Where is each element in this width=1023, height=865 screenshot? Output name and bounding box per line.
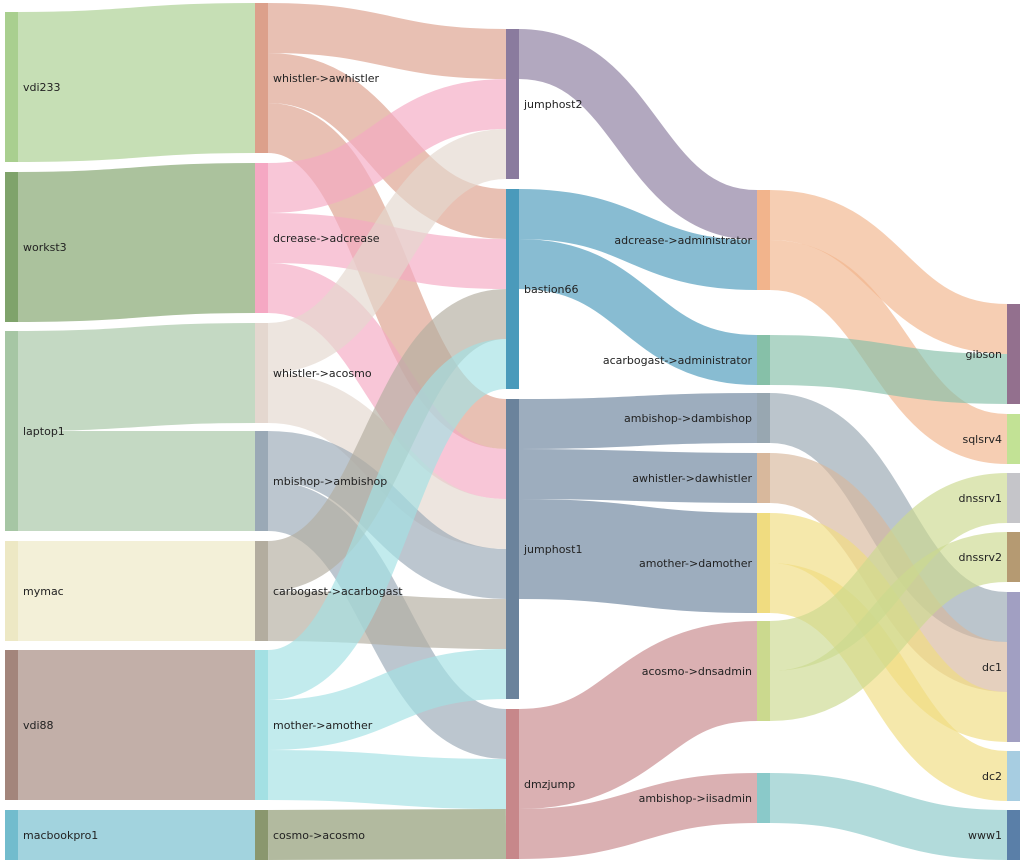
sankey-link[interactable] xyxy=(518,449,758,503)
sankey-link[interactable] xyxy=(768,473,1009,671)
node-label: amother->damother xyxy=(639,557,752,570)
sankey-link[interactable] xyxy=(518,393,758,449)
sankey-node[interactable] xyxy=(1007,532,1020,582)
node-label: carbogast->acarbogast xyxy=(273,585,403,598)
sankey-node[interactable] xyxy=(757,190,770,290)
sankey-link[interactable] xyxy=(266,129,508,373)
node-label: acosmo->dnsadmin xyxy=(642,665,752,678)
node-label: mbishop->ambishop xyxy=(273,475,387,488)
node-label: acarbogast->administrator xyxy=(603,354,753,367)
node-label: gibson xyxy=(966,348,1002,361)
sankey-node[interactable] xyxy=(255,3,268,153)
node-label: whistler->awhistler xyxy=(273,72,380,85)
sankey-link[interactable] xyxy=(267,809,507,860)
sankey-link[interactable] xyxy=(17,163,256,322)
sankey-node[interactable] xyxy=(506,399,519,699)
sankey-node[interactable] xyxy=(1007,751,1020,801)
node-label: dc2 xyxy=(982,770,1002,783)
sankey-node[interactable] xyxy=(255,163,268,313)
sankey-link[interactable] xyxy=(517,621,759,809)
sankey-link[interactable] xyxy=(267,591,507,649)
sankey-link[interactable] xyxy=(768,563,1009,801)
node-label: whistler->acosmo xyxy=(273,367,372,380)
sankey-link[interactable] xyxy=(267,750,507,809)
sankey-link[interactable] xyxy=(265,339,509,700)
sankey-node[interactable] xyxy=(1007,414,1020,464)
node-label: dmzjump xyxy=(524,778,575,791)
sankey-node[interactable] xyxy=(1007,592,1020,742)
node-label: workst3 xyxy=(23,241,67,254)
node-label: ambishop->dambishop xyxy=(624,412,752,425)
sankey-link[interactable] xyxy=(517,29,759,240)
sankey-node[interactable] xyxy=(255,323,268,423)
sankey-node[interactable] xyxy=(757,621,770,721)
node-label: vdi233 xyxy=(23,81,61,94)
sankey-link[interactable] xyxy=(518,189,758,290)
node-label: jumphost1 xyxy=(523,543,582,556)
sankey-node[interactable] xyxy=(757,513,770,613)
node-label: mother->amother xyxy=(273,719,373,732)
sankey-node[interactable] xyxy=(757,453,770,503)
sankey-node[interactable] xyxy=(1007,810,1020,860)
node-label: vdi88 xyxy=(23,719,54,732)
sankey-node[interactable] xyxy=(506,189,519,389)
sankey-link[interactable] xyxy=(518,773,758,859)
labels-layer: vdi233 workst3 laptop1 mymac vdi88 macbookpro… xyxy=(23,72,1002,842)
sankey-link[interactable] xyxy=(266,263,508,499)
sankey-node[interactable] xyxy=(757,773,770,823)
node-label: dcrease->adcrease xyxy=(273,232,380,245)
sankey-link[interactable] xyxy=(769,335,1008,404)
sankey-link[interactable] xyxy=(265,289,509,591)
node-label: jumphost2 xyxy=(523,98,582,111)
node-label: sqlsrv4 xyxy=(962,433,1002,446)
node-label: www1 xyxy=(968,829,1002,842)
node-label: cosmo->acosmo xyxy=(273,829,365,842)
node-label: macbookpro1 xyxy=(23,829,98,842)
sankey-node[interactable] xyxy=(757,335,770,385)
sankey-link[interactable] xyxy=(17,3,256,162)
sankey-link[interactable] xyxy=(769,190,1008,354)
node-label: laptop1 xyxy=(23,425,65,438)
sankey-node[interactable] xyxy=(5,172,18,322)
node-label: mymac xyxy=(23,585,64,598)
node-label: dc1 xyxy=(982,661,1002,674)
node-label: adcrease->administrator xyxy=(614,234,752,247)
sankey-link[interactable] xyxy=(17,323,256,431)
sankey-link[interactable] xyxy=(518,499,758,613)
sankey-link[interactable] xyxy=(518,239,758,385)
sankey-node[interactable] xyxy=(506,29,519,179)
sankey-node[interactable] xyxy=(5,650,18,800)
links-layer xyxy=(17,3,1009,861)
sankey-node[interactable] xyxy=(255,810,268,860)
sankey-link[interactable] xyxy=(768,393,1009,642)
sankey-link[interactable] xyxy=(769,773,1008,860)
sankey-link[interactable] xyxy=(267,649,507,750)
sankey-node[interactable] xyxy=(1007,304,1020,404)
sankey-node[interactable] xyxy=(757,393,770,443)
node-label: bastion66 xyxy=(524,283,579,296)
sankey-node[interactable] xyxy=(5,810,18,860)
sankey-node[interactable] xyxy=(255,431,268,531)
nodes-layer xyxy=(5,3,1020,860)
node-label: ambishop->iisadmin xyxy=(639,792,752,805)
sankey-node[interactable] xyxy=(255,541,268,641)
node-label: dnssrv2 xyxy=(959,551,1002,564)
sankey-node[interactable] xyxy=(506,709,519,859)
node-label: dnssrv1 xyxy=(959,492,1002,505)
sankey-link[interactable] xyxy=(768,532,1009,721)
sankey-link[interactable] xyxy=(267,3,507,79)
sankey-node[interactable] xyxy=(255,650,268,800)
sankey-node[interactable] xyxy=(5,331,18,531)
node-label: awhistler->dawhistler xyxy=(632,472,752,485)
sankey-link[interactable] xyxy=(267,79,507,213)
sankey-node[interactable] xyxy=(1007,473,1020,523)
sankey-node[interactable] xyxy=(5,541,18,641)
sankey-node[interactable] xyxy=(5,12,18,162)
